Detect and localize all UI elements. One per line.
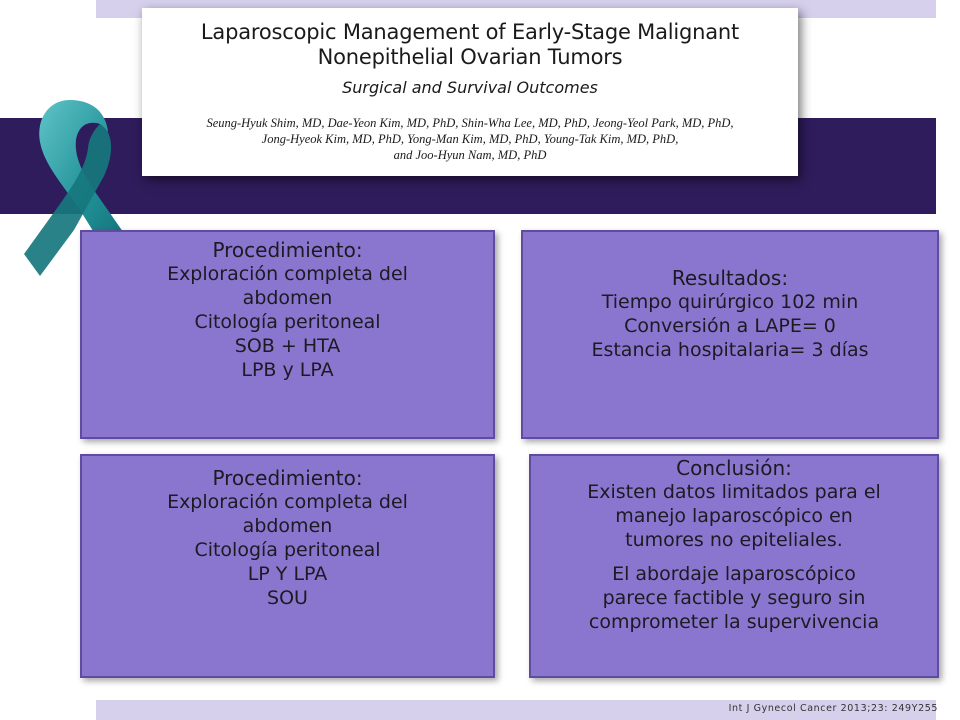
citation: Int J Gynecol Cancer 2013;23: 249Y255 xyxy=(728,703,938,714)
results-box: Resultados: Tiempo quirúrgico 102 min Co… xyxy=(521,230,939,439)
box-heading: Resultados: xyxy=(671,266,789,290)
box-line: comprometer la supervivencia xyxy=(588,611,880,633)
article-authors: Seung-Hyuk Shim, MD, Dae-Yeon Kim, MD, P… xyxy=(206,116,734,162)
box-line: SOU xyxy=(267,587,308,609)
box-heading: Procedimiento: xyxy=(212,466,363,490)
box-line: LP Y LPA xyxy=(247,563,328,585)
conclusion-box: Conclusión: Existen datos limitados para… xyxy=(529,454,939,678)
box-line: Existen datos limitados para el xyxy=(587,481,881,503)
procedure-box-1: Procedimiento: Exploración completa del … xyxy=(80,230,495,439)
box-line: El abordaje laparoscópico xyxy=(612,563,856,585)
box-heading: Procedimiento: xyxy=(212,238,363,262)
box-line: tumores no epiteliales. xyxy=(625,529,843,551)
box-line: Exploración completa del xyxy=(167,263,408,285)
bottom-stripe xyxy=(96,700,936,720)
article-title: Laparoscopic Management of Early-Stage M… xyxy=(200,20,740,69)
box-line: Estancia hospitalaria= 3 días xyxy=(591,339,869,361)
procedure-box-2: Procedimiento: Exploración completa del … xyxy=(80,454,495,678)
box-line: Conversión a LAPE= 0 xyxy=(624,315,836,337)
box-line: parece factible y seguro sin xyxy=(602,587,866,609)
box-line: SOB + HTA xyxy=(234,335,341,357)
box-line: Exploración completa del xyxy=(167,491,408,513)
box-line: LPB y LPA xyxy=(241,359,334,381)
box-line: abdomen xyxy=(242,515,333,537)
article-subtitle: Surgical and Survival Outcomes xyxy=(342,78,598,97)
box-line: Citología peritoneal xyxy=(194,539,381,561)
paragraph-gap xyxy=(531,552,937,562)
box-line: Citología peritoneal xyxy=(194,311,381,333)
box-line: manejo laparoscópico en xyxy=(615,505,853,527)
box-line: Tiempo quirúrgico 102 min xyxy=(601,291,859,313)
box-line: abdomen xyxy=(242,287,333,309)
box-heading: Conclusión: xyxy=(676,456,792,480)
article-header-image: Laparoscopic Management of Early-Stage M… xyxy=(142,8,798,176)
